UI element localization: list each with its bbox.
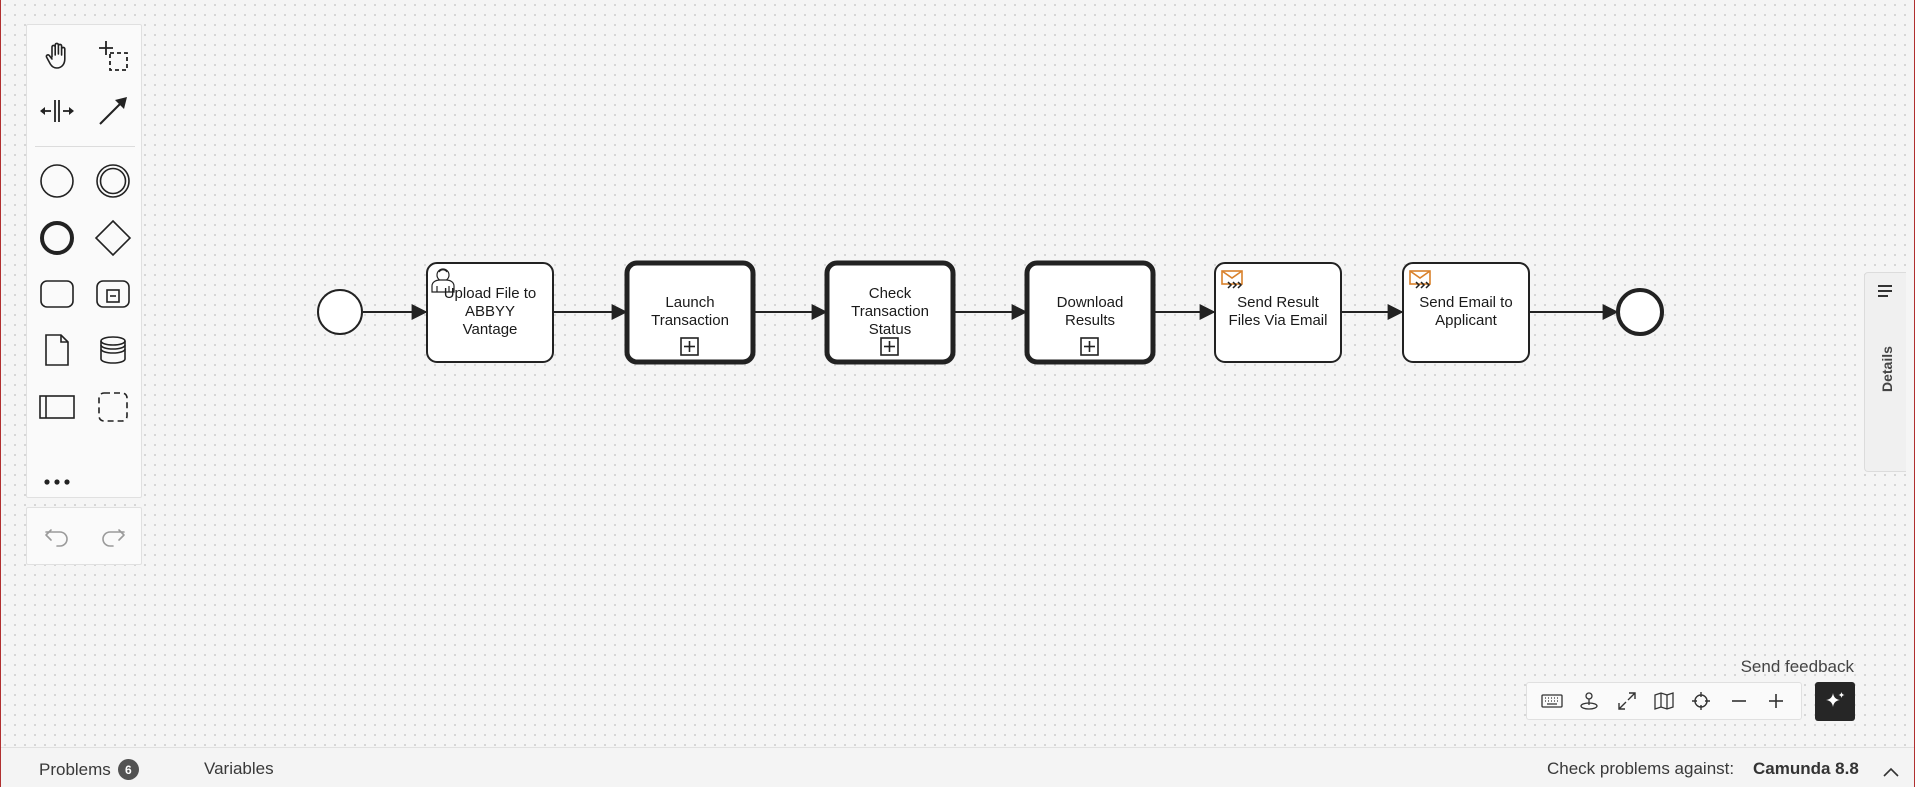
- lasso-tool[interactable]: [90, 33, 136, 79]
- send-feedback-link[interactable]: Send feedback: [1740, 657, 1854, 676]
- task-label: Launch Transaction: [651, 294, 729, 329]
- database-icon: [100, 336, 126, 364]
- send-email-icon: [1409, 270, 1431, 289]
- minimap-button[interactable]: [1649, 686, 1679, 716]
- lasso-icon: [99, 41, 128, 71]
- pin-button[interactable]: [1574, 686, 1604, 716]
- pool-tool[interactable]: [34, 384, 80, 430]
- subprocess-tool[interactable]: [90, 271, 136, 317]
- expand-marker-icon: [880, 337, 899, 356]
- circle-icon: [40, 164, 74, 198]
- tool-palette: [26, 24, 142, 498]
- space-icon: [40, 100, 74, 122]
- problems-label: Problems: [39, 759, 111, 779]
- keyboard-icon: [1541, 694, 1563, 708]
- start-event[interactable]: [317, 289, 363, 335]
- redo-button[interactable]: [90, 514, 136, 560]
- variables-tab[interactable]: Variables: [204, 759, 274, 778]
- rounded-rect-icon: [40, 280, 74, 308]
- arrow-icon: [99, 97, 127, 125]
- expand-panel-button[interactable]: [1883, 762, 1899, 782]
- palette-separator: [35, 146, 135, 147]
- undo-redo-panel: [26, 507, 142, 565]
- engine-version-select[interactable]: Camunda 8.8: [1753, 759, 1859, 778]
- canvas-controls: [1526, 682, 1802, 720]
- task-upload-file[interactable]: [426, 262, 554, 363]
- fullscreen-icon: [1617, 692, 1636, 710]
- minimap-icon: [1654, 692, 1674, 710]
- dashed-rect-icon: [98, 392, 128, 422]
- call-activity-launch-transaction[interactable]: [624, 260, 756, 365]
- expand-marker-icon: [680, 337, 699, 356]
- sparkle-icon: [1826, 691, 1845, 707]
- pin-icon: [1580, 692, 1598, 710]
- gateway-tool[interactable]: [90, 215, 136, 261]
- diamond-icon: [94, 219, 132, 257]
- global-connect-tool[interactable]: [90, 88, 136, 134]
- end-event-tool[interactable]: [34, 215, 80, 261]
- problems-count-badge: 6: [117, 759, 139, 780]
- bottom-panel-bar: Problems 6 Variables Check problems agai…: [1, 747, 1914, 787]
- ellipsis-icon: [44, 479, 70, 485]
- zoom-in-icon: [1769, 694, 1784, 708]
- user-task-icon: [431, 268, 455, 293]
- expand-marker-icon: [1080, 337, 1099, 356]
- undo-button[interactable]: [34, 514, 80, 560]
- call-activity-check-status[interactable]: [824, 260, 956, 365]
- task-label: Send Email to Applicant: [1419, 294, 1513, 329]
- collapsed-subprocess-icon: [96, 280, 130, 308]
- redo-icon: [102, 529, 125, 547]
- start-event-tool[interactable]: [34, 158, 80, 204]
- details-panel-label: Details: [1879, 346, 1895, 392]
- call-activity-download-results[interactable]: [1024, 260, 1156, 365]
- space-tool[interactable]: [34, 88, 80, 134]
- zoom-out-icon: [1731, 700, 1746, 702]
- task-label: Send Result Files Via Email: [1228, 294, 1328, 329]
- ai-assistant-button[interactable]: [1815, 682, 1855, 721]
- data-object-tool[interactable]: [34, 327, 80, 373]
- undo-icon: [45, 529, 68, 547]
- reset-view-button[interactable]: [1686, 686, 1716, 716]
- data-store-tool[interactable]: [90, 327, 136, 373]
- task-tool[interactable]: [34, 271, 80, 317]
- check-problems-label: Check problems against:: [1547, 759, 1735, 778]
- hand-icon: [45, 42, 66, 69]
- task-label: Download Results: [1056, 294, 1124, 329]
- end-event[interactable]: [1616, 288, 1664, 336]
- document-icon: [45, 334, 69, 366]
- task-label: Upload File to ABBYY Vantage: [443, 285, 537, 338]
- window-edge-left: [0, 0, 1, 787]
- double-circle-icon: [96, 164, 130, 198]
- task-label: Check Transaction Status: [851, 285, 929, 338]
- task-send-result-files[interactable]: [1214, 262, 1342, 363]
- zoom-in-button[interactable]: [1761, 686, 1791, 716]
- menu-icon: [1878, 285, 1892, 297]
- task-send-email[interactable]: [1402, 262, 1530, 363]
- group-tool[interactable]: [90, 384, 136, 430]
- chevron-up-icon: [1883, 767, 1899, 777]
- fullscreen-button[interactable]: [1612, 686, 1642, 716]
- zoom-out-button[interactable]: [1724, 686, 1754, 716]
- send-email-icon: [1221, 270, 1243, 289]
- problems-tab[interactable]: Problems 6: [39, 759, 139, 780]
- thick-circle-icon: [40, 221, 74, 255]
- keyboard-shortcuts-button[interactable]: [1537, 686, 1567, 716]
- details-panel-toggle[interactable]: [1864, 272, 1906, 472]
- pool-icon: [39, 395, 75, 419]
- more-tools[interactable]: [34, 467, 80, 497]
- hand-tool[interactable]: [34, 33, 80, 79]
- intermediate-event-tool[interactable]: [90, 158, 136, 204]
- reset-view-icon: [1692, 692, 1711, 710]
